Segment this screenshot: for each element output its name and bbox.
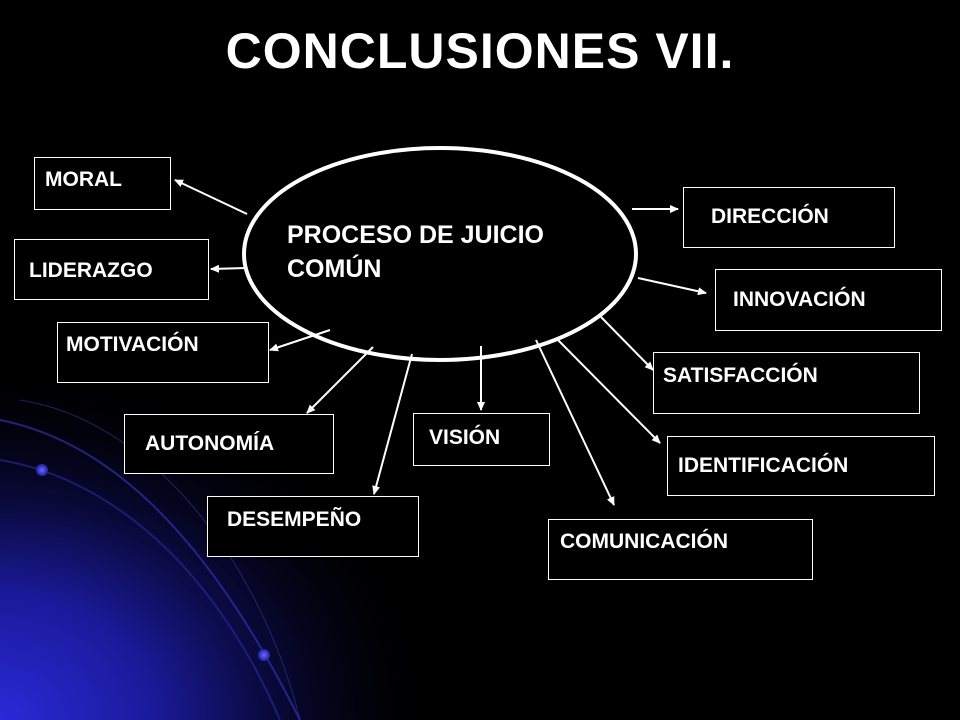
node-direccion: DIRECCIÓN (683, 187, 895, 248)
node-identificacion-label: IDENTIFICACIÓN (678, 454, 849, 477)
swoosh-curve-1 (0, 419, 301, 720)
arrow-to-liderazgo (210, 264, 247, 273)
node-comunicacion-label: COMUNICACIÓN (560, 530, 728, 553)
node-satisfaccion-label: SATISFACCIÓN (663, 364, 818, 387)
arrow-to-moral (174, 179, 248, 215)
node-direccion-label: DIRECCIÓN (711, 205, 829, 228)
node-comunicacion: COMUNICACIÓN (548, 519, 813, 580)
node-vision: VISIÓN (413, 413, 550, 466)
node-satisfaccion: SATISFACCIÓN (653, 352, 920, 414)
node-liderazgo: LIDERAZGO (14, 239, 209, 300)
node-innovacion: INNOVACIÓN (715, 269, 942, 331)
node-motivacion: MOTIVACIÓN (57, 322, 269, 383)
center-ellipse (242, 146, 638, 362)
node-desempeno: DESEMPEÑO (207, 496, 419, 557)
arrow-to-desempeno (372, 353, 413, 495)
center-node-line-1: PROCESO DE JUICIO (287, 221, 544, 249)
node-desempeno-label: DESEMPEÑO (227, 508, 362, 531)
node-motivacion-label: MOTIVACIÓN (66, 333, 199, 356)
node-autonomia: AUTONOMÍA (124, 414, 334, 474)
arrow-to-autonomia (306, 346, 374, 414)
node-moral-label: MORAL (45, 168, 122, 191)
node-identificacion: IDENTIFICACIÓN (667, 436, 935, 496)
center-node-line-2: COMÚN (287, 255, 382, 283)
arrow-to-satisfaccion (600, 316, 654, 371)
node-moral: MORAL (34, 157, 171, 210)
node-liderazgo-label: LIDERAZGO (29, 259, 153, 282)
arrow-to-motivacion (269, 329, 331, 352)
decor-dot-3 (258, 649, 270, 661)
center-node-label: PROCESO DE JUICIO COMÚN (287, 218, 627, 286)
arrow-to-innovacion (637, 277, 707, 296)
slide-title: CONCLUSIONES VII. (225, 23, 735, 79)
decor-dot-1 (36, 464, 48, 476)
node-innovacion-label: INNOVACIÓN (733, 288, 866, 311)
swoosh-curve-3 (19, 399, 301, 720)
arrow-to-comunicacion (535, 339, 615, 506)
node-autonomia-label: AUTONOMÍA (145, 432, 275, 455)
arrow-to-identificacion (555, 337, 661, 444)
node-vision-label: VISIÓN (429, 426, 501, 449)
